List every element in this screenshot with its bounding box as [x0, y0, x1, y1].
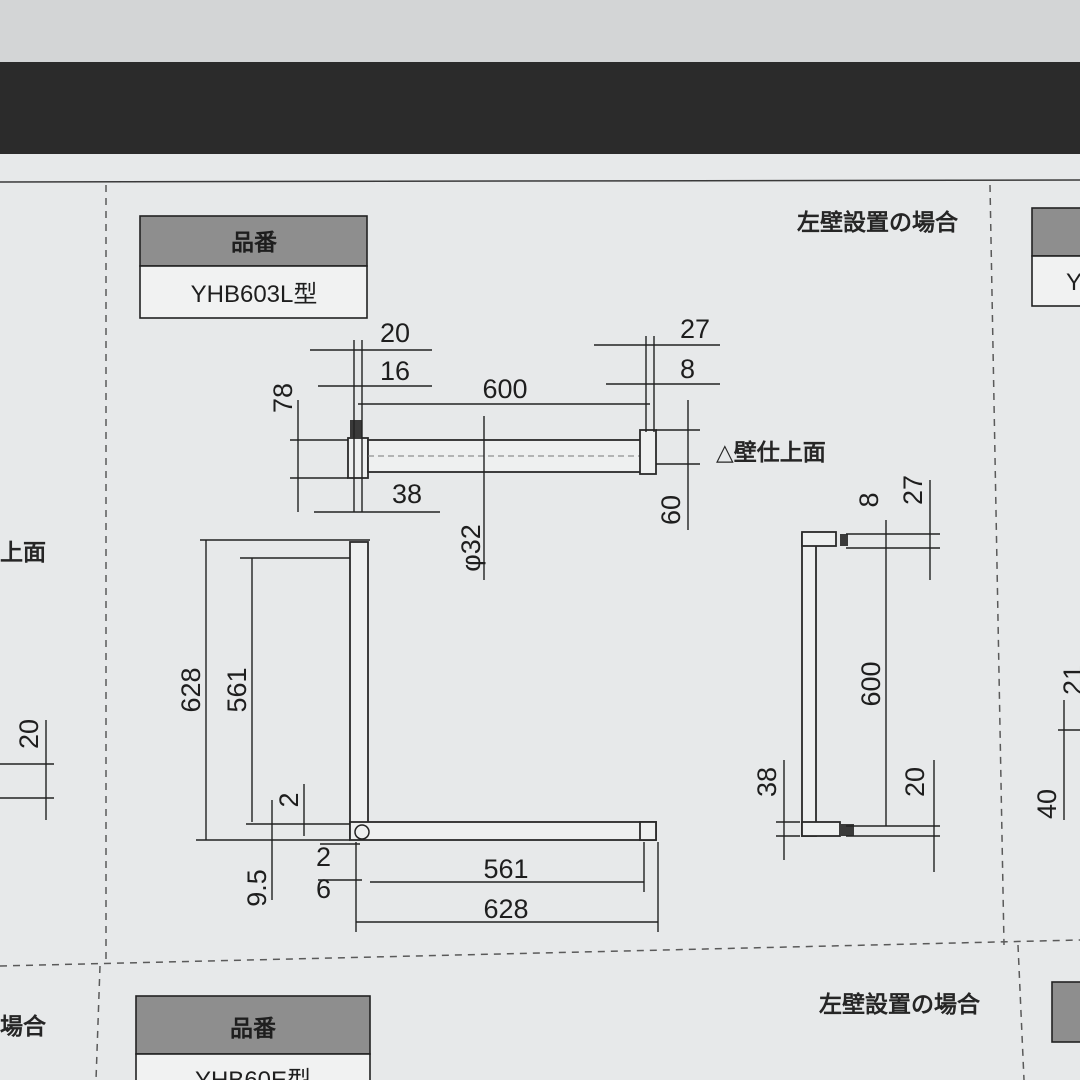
wall-finish-note: △壁仕上面 [716, 439, 826, 466]
cut-line-lower-left [95, 965, 101, 1080]
dim-label-right-outer: 27 [680, 314, 710, 344]
top-view-left-screw [350, 420, 362, 438]
side-view-bottom-arm [801, 821, 841, 837]
dim-label-gap-top: 2 [274, 792, 304, 807]
front-view-horizontal-rail [349, 821, 657, 841]
dim-label-height-inner: 561 [222, 667, 252, 712]
front-view: 628 561 2 9.5 2 6 561 628 [176, 539, 659, 932]
side-view-top-screw [840, 534, 848, 546]
dim-label-projection: 78 [268, 383, 298, 413]
bottom-left-label: 場合 [0, 1013, 47, 1040]
dim-label-left-inner: 16 [380, 356, 410, 386]
dim-label-left-outer: 20 [380, 318, 410, 348]
right-neighbor-box-header [1031, 207, 1080, 257]
dim-label-side-socket: 38 [752, 767, 782, 797]
install-note: 左壁設置の場合 [797, 209, 959, 236]
dim-label-side-top-inner: 8 [854, 492, 884, 507]
cut-line-right [989, 184, 1005, 946]
product-box-header: 品番 [231, 230, 278, 256]
dim-label-side-length: 600 [856, 661, 886, 706]
cut-line-lower-right [1017, 944, 1025, 1080]
dim-label-gap-bottom: 2 [316, 842, 331, 872]
front-view-corner-joint [354, 824, 370, 840]
left-neighbor-label: 上面 [0, 540, 46, 566]
bottom-neighbor-panel: 場合 左壁設置の場合 品番 YHB60E型 [0, 981, 1080, 1080]
side-view: 8 27 600 20 38 [752, 475, 940, 872]
left-neighbor-panel: 上面 20 [0, 540, 54, 820]
cut-line-bottom [0, 939, 1080, 967]
product-box-header-cell [139, 215, 368, 267]
left-neighbor-dim: 20 [14, 719, 44, 749]
product-box-value-cell [139, 265, 368, 319]
dim-label-diameter: φ32 [456, 524, 486, 572]
sheet-top-rule [0, 179, 1080, 183]
header-band [0, 62, 1080, 154]
side-view-vertical-rail [801, 533, 817, 837]
dim-label-width-outer: 628 [483, 894, 528, 924]
dim-label-socket: 38 [392, 479, 422, 509]
right-neighbor-box-value [1031, 255, 1080, 307]
dim-label-edge: 6 [316, 874, 331, 904]
bottom-box-header: 品番 [230, 1016, 277, 1042]
side-view-bottom-screw [840, 824, 854, 836]
right-neighbor-dim-b: 40 [1032, 789, 1062, 819]
front-view-vertical-rail [349, 541, 369, 839]
bottom-box-header-cell [135, 995, 371, 1055]
dim-label-length: 600 [482, 374, 527, 404]
right-neighbor-panel: Y 21 40 [1031, 207, 1080, 820]
right-neighbor-dim-a: 21 [1058, 665, 1080, 695]
top-view-left-bracket [347, 437, 369, 479]
dim-label-side-top-outer: 27 [898, 475, 928, 505]
bottom-box-value-cell [135, 1053, 371, 1080]
dim-label-wall-offset: 60 [656, 495, 686, 525]
top-view-right-bracket [639, 429, 657, 475]
top-view: 20 16 78 600 38 φ32 27 8 60 △壁仕上面 [268, 314, 826, 580]
front-view-end-cap [639, 821, 657, 841]
side-view-top-arm [801, 531, 837, 547]
bottom-box-model: YHB60E型 [195, 1067, 311, 1080]
dim-label-height-outer: 628 [176, 667, 206, 712]
bottom-install-note: 左壁設置の場合 [819, 991, 981, 1018]
dim-label-right-inner: 8 [680, 354, 695, 384]
dim-label-side-bottom: 20 [900, 767, 930, 797]
dim-label-base-offset: 9.5 [242, 869, 272, 907]
paper-top-margin [0, 0, 1080, 62]
right-neighbor-model: Y [1066, 269, 1080, 296]
product-box: 品番 YHB603L型 [139, 215, 368, 319]
bottom-right-box-fragment [1051, 981, 1080, 1043]
dim-label-width-inner: 561 [483, 854, 528, 884]
product-model: YHB603L型 [191, 281, 318, 308]
